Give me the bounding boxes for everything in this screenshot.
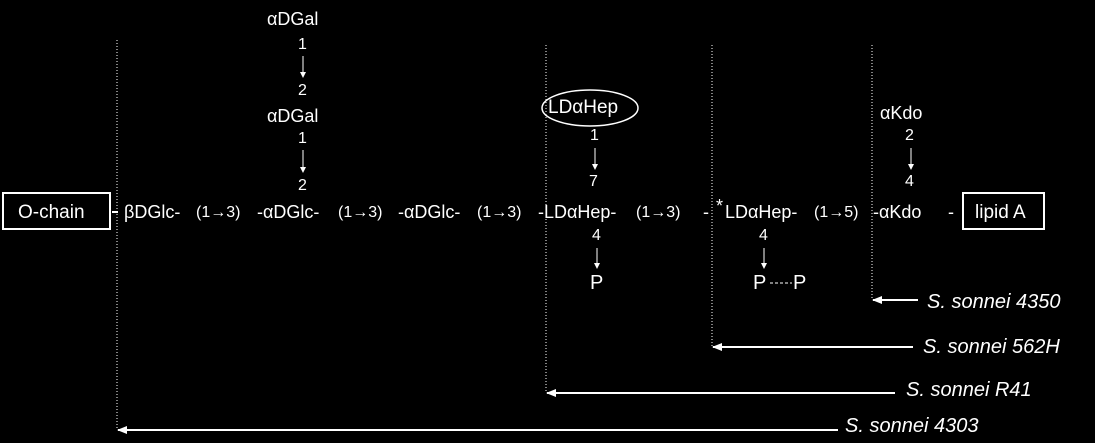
- gal-upper-pos2: 2: [298, 82, 307, 99]
- gal-upper-pos1: 1: [298, 36, 307, 53]
- kdo-branch-pos2: 4: [905, 173, 914, 190]
- seq-ldahep-2: LDαHep-: [725, 202, 798, 222]
- seq-dash-end: -: [948, 202, 954, 222]
- kdo-branch-label: αKdo: [880, 103, 923, 123]
- seq-ldahep-1: -LDαHep-: [538, 202, 617, 222]
- strain-4303-label: S. sonnei 4303: [845, 415, 979, 437]
- link-3: (1→3): [477, 204, 522, 221]
- o-chain-box: O-chain: [2, 192, 111, 230]
- seq-bdglc: βDGlc-: [124, 202, 181, 222]
- hep2-p-pos: 4: [759, 227, 768, 244]
- link-5: (1→5): [814, 204, 859, 221]
- hep2-phosphate-2: P: [793, 272, 807, 294]
- seq-dash: -: [703, 202, 709, 222]
- hep-branch-ellipse: [541, 89, 639, 127]
- lipid-a-label: lipid A: [975, 202, 1026, 223]
- hep1-phosphate: P: [590, 272, 604, 294]
- seq-adglc-2: -αDGlc-: [398, 202, 461, 222]
- seq-adglc-1: -αDGlc-: [257, 202, 320, 222]
- hep-branch-pos1: 1: [590, 127, 599, 144]
- star-marker: *: [716, 196, 724, 216]
- o-chain-label: O-chain: [18, 202, 85, 223]
- gal-lower-label: αDGal: [267, 106, 319, 126]
- gal-lower-pos2: 2: [298, 177, 307, 194]
- link-2: (1→3): [338, 204, 383, 221]
- link-4: (1→3): [636, 204, 681, 221]
- lipid-a-box: lipid A: [962, 192, 1045, 230]
- gal-upper-label: αDGal: [267, 9, 319, 29]
- strain-562h-label: S. sonnei 562H: [923, 336, 1060, 358]
- gal-lower-pos1: 1: [298, 130, 307, 147]
- hep-branch-label: LDαHep: [548, 97, 619, 118]
- seq-akdo: -αKdo: [873, 202, 922, 222]
- hep1-p-pos: 4: [592, 227, 601, 244]
- kdo-branch-pos1: 2: [905, 127, 914, 144]
- hep-branch-pos2: 7: [589, 173, 598, 190]
- strain-4350-label: S. sonnei 4350: [927, 291, 1061, 313]
- hep2-phosphate-1: P: [753, 272, 767, 294]
- strain-r41-label: S. sonnei R41: [906, 379, 1032, 401]
- link-1: (1→3): [196, 204, 241, 221]
